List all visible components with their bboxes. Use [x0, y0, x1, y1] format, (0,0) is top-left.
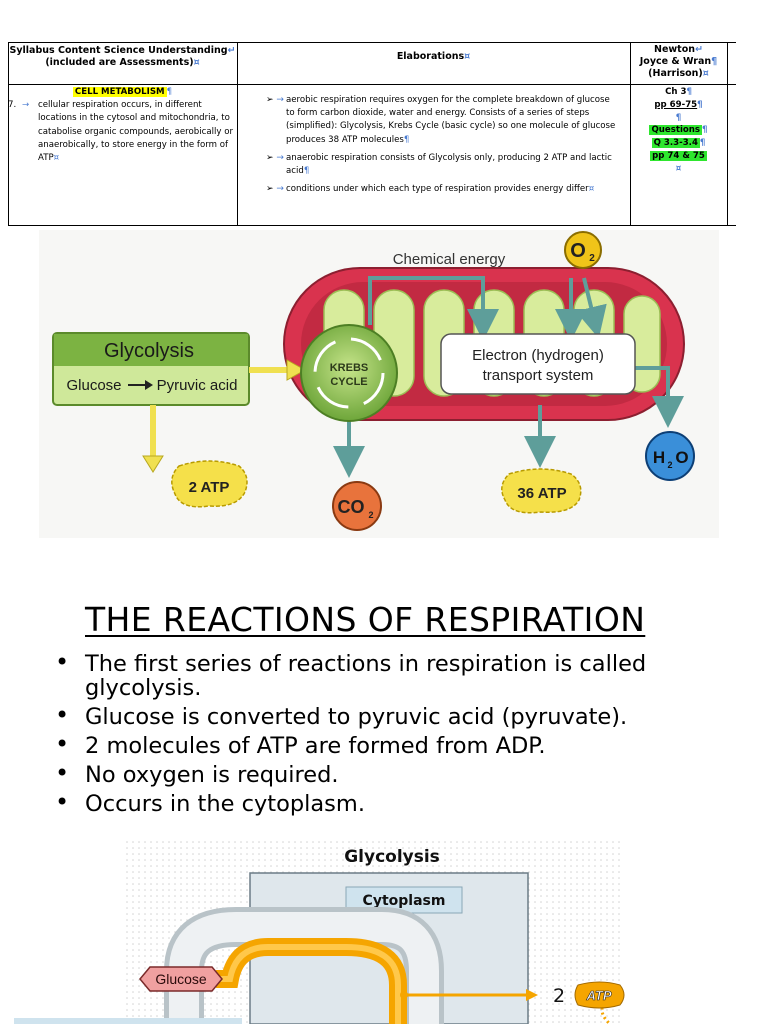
elaborations-cell: ➢ → aerobic respiration requires oxygen … — [266, 94, 628, 201]
table-border-bottom — [8, 225, 736, 226]
energy-flow-arrows — [333, 276, 684, 478]
atp-output-arrow — [400, 989, 612, 1024]
tube-wall-inner — [169, 912, 439, 1024]
glycolysis-title: Glycolysis — [104, 340, 194, 362]
atp-36-badge: 36 ATP — [501, 468, 582, 514]
row-number: 7. — [8, 100, 17, 111]
chapter-reference: Ch 3 — [665, 87, 687, 97]
references-cell: Ch 3¶ pp 69-75¶ ¶ Questions¶ Q 3.3-3.4¶ … — [649, 87, 708, 174]
glycolysis-diagram: Glycolysis Cytoplasm Glucose 2 ATP — [0, 835, 768, 1024]
list-item: 2 molecules of ATP are formed from ADP. — [55, 732, 755, 758]
table-column-divider — [630, 42, 631, 226]
column-header-references: Newton↵ Joyce & Wran¶ (Harrison)¤ — [639, 44, 718, 79]
chemical-energy-label: Chemical energy — [393, 251, 506, 268]
elaboration-item: ➢ → conditions under which each type of … — [266, 184, 595, 195]
content-line: catabolise organic compounds, aerobicall… — [38, 126, 233, 137]
table-column-divider — [237, 42, 238, 226]
electron-transport-system: Electron (hydrogen) transport system — [440, 333, 636, 395]
column-header-elaborations: Elaborations¤ — [396, 51, 471, 62]
list-item: No oxygen is required. — [55, 761, 755, 787]
syllabus-content-cell: CELL METABOLISM¶ 7. → cellular respirati… — [8, 86, 237, 165]
oxygen-molecule: O 2 — [564, 231, 602, 269]
cytoplasm-label: Cytoplasm — [363, 893, 446, 909]
atp-2-badge: 2 ATP — [171, 460, 248, 508]
glucose-label: Glucose — [66, 377, 121, 394]
svg-text:Electron (hydrogen): Electron (hydrogen) — [472, 347, 604, 364]
questions-label: Questions — [649, 125, 703, 136]
water-molecule: H 2 O — [645, 431, 695, 481]
list-item: Glucose is converted to pyruvic acid (py… — [55, 703, 755, 729]
table-header-divider — [8, 84, 736, 85]
svg-text:H: H — [653, 448, 665, 467]
svg-text:Glucose: Glucose — [155, 971, 207, 987]
svg-text:36 ATP: 36 ATP — [517, 485, 566, 502]
krebs-cycle: KREBS CYCLE — [300, 324, 398, 422]
section-title: THE REACTIONS OF RESPIRATION — [85, 600, 646, 639]
svg-text:2: 2 — [667, 460, 672, 470]
svg-text:transport system: transport system — [483, 367, 594, 384]
page-reference: pp 69-75 — [654, 99, 698, 110]
questions-range: Q 3.3-3.4 — [651, 138, 700, 149]
content-line: cellular respiration occurs, in differen… — [38, 100, 202, 111]
pyruvic-acid-label: Pyruvic acid — [157, 377, 238, 394]
svg-text:CO: CO — [338, 497, 365, 517]
svg-text:CYCLE: CYCLE — [330, 376, 367, 388]
svg-text:2 ATP: 2 ATP — [189, 479, 230, 496]
questions-pages: pp 74 & 75 — [650, 150, 707, 161]
glycolysis-arrows — [142, 359, 307, 473]
elaboration-item: ➢ → anaerobic respiration consists of Gl… — [266, 152, 612, 177]
list-item: Occurs in the cytoplasm. — [55, 790, 755, 816]
svg-text:ATP: ATP — [585, 988, 611, 1003]
atp-badge: ATP — [574, 981, 625, 1009]
respiration-points-list: The first series of reactions in respira… — [55, 650, 755, 821]
content-line: anaerobically, to store energy in the fo… — [38, 139, 228, 150]
svg-text:O: O — [570, 240, 586, 262]
cellular-respiration-diagram: Chemical energy O 2 Glycolysis Glucose P… — [39, 230, 719, 538]
table-border-right — [727, 42, 728, 226]
atp-count: 2 — [553, 985, 565, 1007]
content-line: locations in the cytosol and mitochondri… — [38, 113, 230, 124]
syllabus-table: Syllabus Content Science Understanding↵ … — [8, 42, 736, 226]
glucose-molecule: Glucose — [139, 966, 223, 992]
list-item: The first series of reactions in respira… — [55, 650, 755, 700]
topic-heading: CELL METABOLISM — [72, 87, 167, 97]
svg-text:2: 2 — [368, 510, 373, 520]
caption-box — [14, 1018, 242, 1024]
column-header-syllabus: Syllabus Content Science Understanding↵ … — [9, 45, 236, 68]
svg-text:O: O — [675, 448, 688, 467]
elaboration-item: ➢ → aerobic respiration requires oxygen … — [266, 95, 616, 145]
table-border-left — [8, 42, 9, 226]
content-line: ATP — [38, 153, 54, 164]
glycolysis-pathway-highlight — [216, 944, 401, 1024]
table-border-top — [8, 42, 736, 43]
svg-text:2: 2 — [589, 253, 595, 264]
carbon-dioxide: CO 2 — [332, 481, 382, 531]
svg-text:KREBS: KREBS — [330, 362, 369, 374]
glycolysis-box: Glycolysis Glucose Pyruvic acid — [52, 332, 250, 406]
glycolysis-diagram-title: Glycolysis — [344, 847, 440, 867]
